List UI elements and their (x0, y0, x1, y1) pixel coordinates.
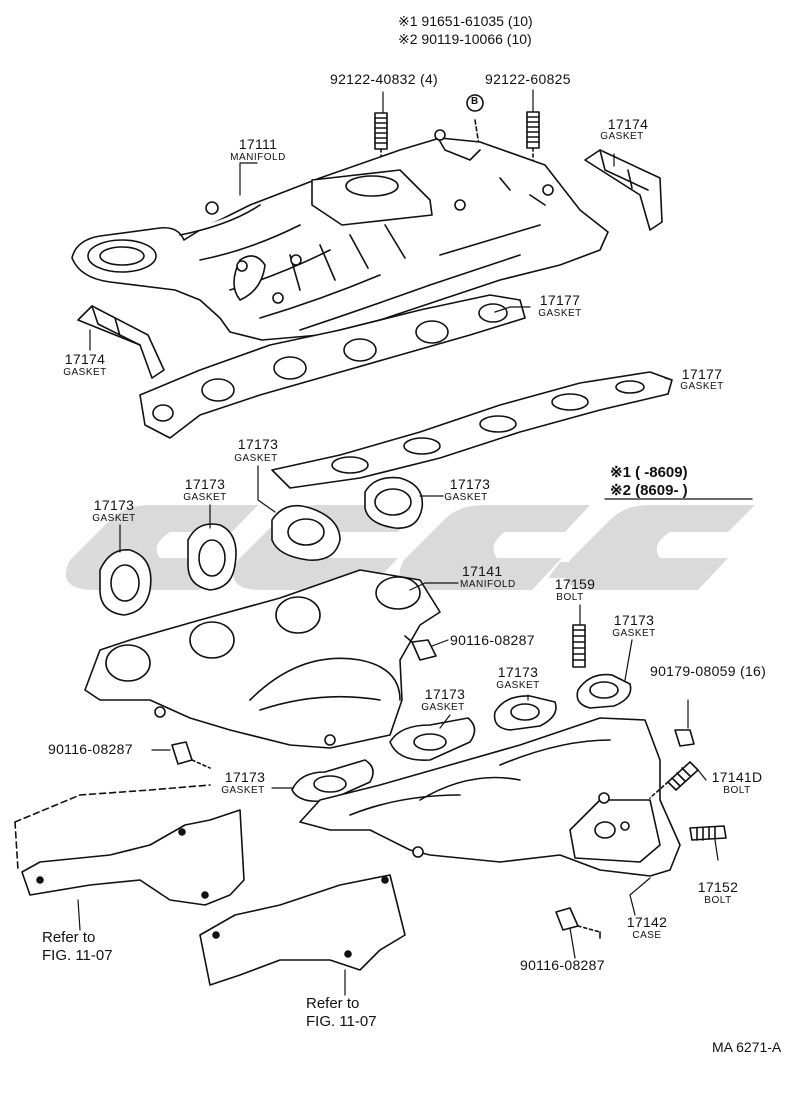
gasket-17177-a-drawing (139, 294, 526, 439)
label-bolt17159-num: 17159 (554, 576, 596, 592)
label-17174-left-num: 17174 (64, 351, 106, 367)
label-17173-7-num: 17173 (424, 686, 466, 702)
ref2-line1: Refer to (306, 995, 360, 1012)
dashed-outlines (14, 784, 601, 941)
label-bolt17152-num: 17152 (697, 879, 739, 895)
label-17173-5-name: GASKET (612, 628, 656, 639)
label-17173-8-num: 17173 (224, 769, 266, 785)
label-stud-a: 92122-40832 (4) (330, 71, 439, 87)
circle-mark-b (466, 94, 484, 112)
nut-b-drawing (171, 741, 211, 769)
note-1: ※1 91651-61035 (10) (398, 13, 533, 29)
bolt-17152-drawing (689, 825, 727, 841)
label-17174-right-name: GASKET (600, 131, 644, 142)
label-nut-b: 90116-08287 (48, 741, 133, 757)
label-nut-16: 90179-08059 (16) (650, 663, 767, 679)
label-17173-8-name: GASKET (221, 785, 265, 796)
ref1-line1: Refer to (42, 929, 96, 946)
label-17173-3-num: 17173 (184, 476, 226, 492)
ref1-line2: FIG. 11-07 (42, 947, 113, 964)
exhaust-gaskets-right-drawing (291, 673, 632, 803)
nut-a-drawing (404, 635, 437, 661)
label-case-name: CASE (632, 930, 662, 941)
nut-c-drawing (555, 907, 601, 933)
label-17173-5-num: 17173 (613, 612, 655, 628)
label-intake-name: MANIFOLD (230, 152, 286, 163)
legend-line2: ※2 (8609- ) (610, 482, 688, 499)
ref2-line2: FIG. 11-07 (306, 1013, 377, 1030)
label-17173-6-name: GASKET (496, 680, 540, 691)
label-17173-6-num: 17173 (497, 664, 539, 680)
label-17173-1-num: 17173 (237, 436, 279, 452)
gasket-17177-b-drawing (271, 371, 673, 489)
nut-16-drawing (674, 729, 695, 747)
stud-left (374, 112, 388, 161)
exhaust-manifold-left-drawing (84, 569, 441, 749)
label-17173-1-name: GASKET (234, 453, 278, 464)
bolt-17141d-drawing (649, 761, 699, 799)
label-17174-right-num: 17174 (607, 116, 649, 132)
label-exh-num: 17141 (462, 563, 503, 579)
label-bolt17159-name: BOLT (556, 592, 584, 603)
label-stud-b: 92122-60825 (485, 71, 571, 87)
label-exh-name: MANIFOLD (460, 579, 516, 590)
circle-mark-b-letter: B (471, 96, 479, 107)
bolt-17159-drawing (572, 624, 586, 668)
label-case-num: 17142 (626, 914, 668, 930)
label-nut-c: 90116-08287 (520, 957, 605, 973)
gasket-17174-left-drawing (77, 305, 165, 379)
label-bolt17152-name: BOLT (704, 895, 732, 906)
heat-shield-left-drawing (21, 809, 245, 906)
label-17177-b-name: GASKET (680, 381, 724, 392)
drawing-id: MA 6271-A (712, 1039, 782, 1055)
heat-shield-right-drawing (199, 874, 406, 986)
exhaust-manifold-right-drawing (299, 717, 681, 877)
label-17173-4-name: GASKET (92, 513, 136, 524)
label-17177-a-num: 17177 (539, 292, 581, 308)
exhaust-gaskets-left-drawing (99, 476, 424, 616)
label-17174-left-name: GASKET (63, 367, 107, 378)
label-17177-b-num: 17177 (681, 366, 723, 382)
label-bolt17141d-name: BOLT (723, 785, 751, 796)
label-17173-4-num: 17173 (93, 497, 135, 513)
note-2: ※2 90119-10066 (10) (398, 31, 532, 47)
label-17173-3-name: GASKET (183, 492, 227, 503)
label-intake-num: 17111 (238, 136, 278, 152)
label-nut-a: 90116-08287 (450, 632, 535, 648)
label-bolt17141d-num: 17141D (711, 769, 763, 785)
leader-lines (77, 89, 719, 996)
gasket-17174-right-drawing (584, 149, 663, 231)
legend-line1: ※1 ( -8609) (610, 464, 688, 481)
label-17173-2-name: GASKET (444, 492, 488, 503)
label-17177-a-name: GASKET (538, 308, 582, 319)
intake-manifold-drawing (71, 129, 609, 341)
label-17173-2-num: 17173 (449, 476, 491, 492)
label-17173-7-name: GASKET (421, 702, 465, 713)
